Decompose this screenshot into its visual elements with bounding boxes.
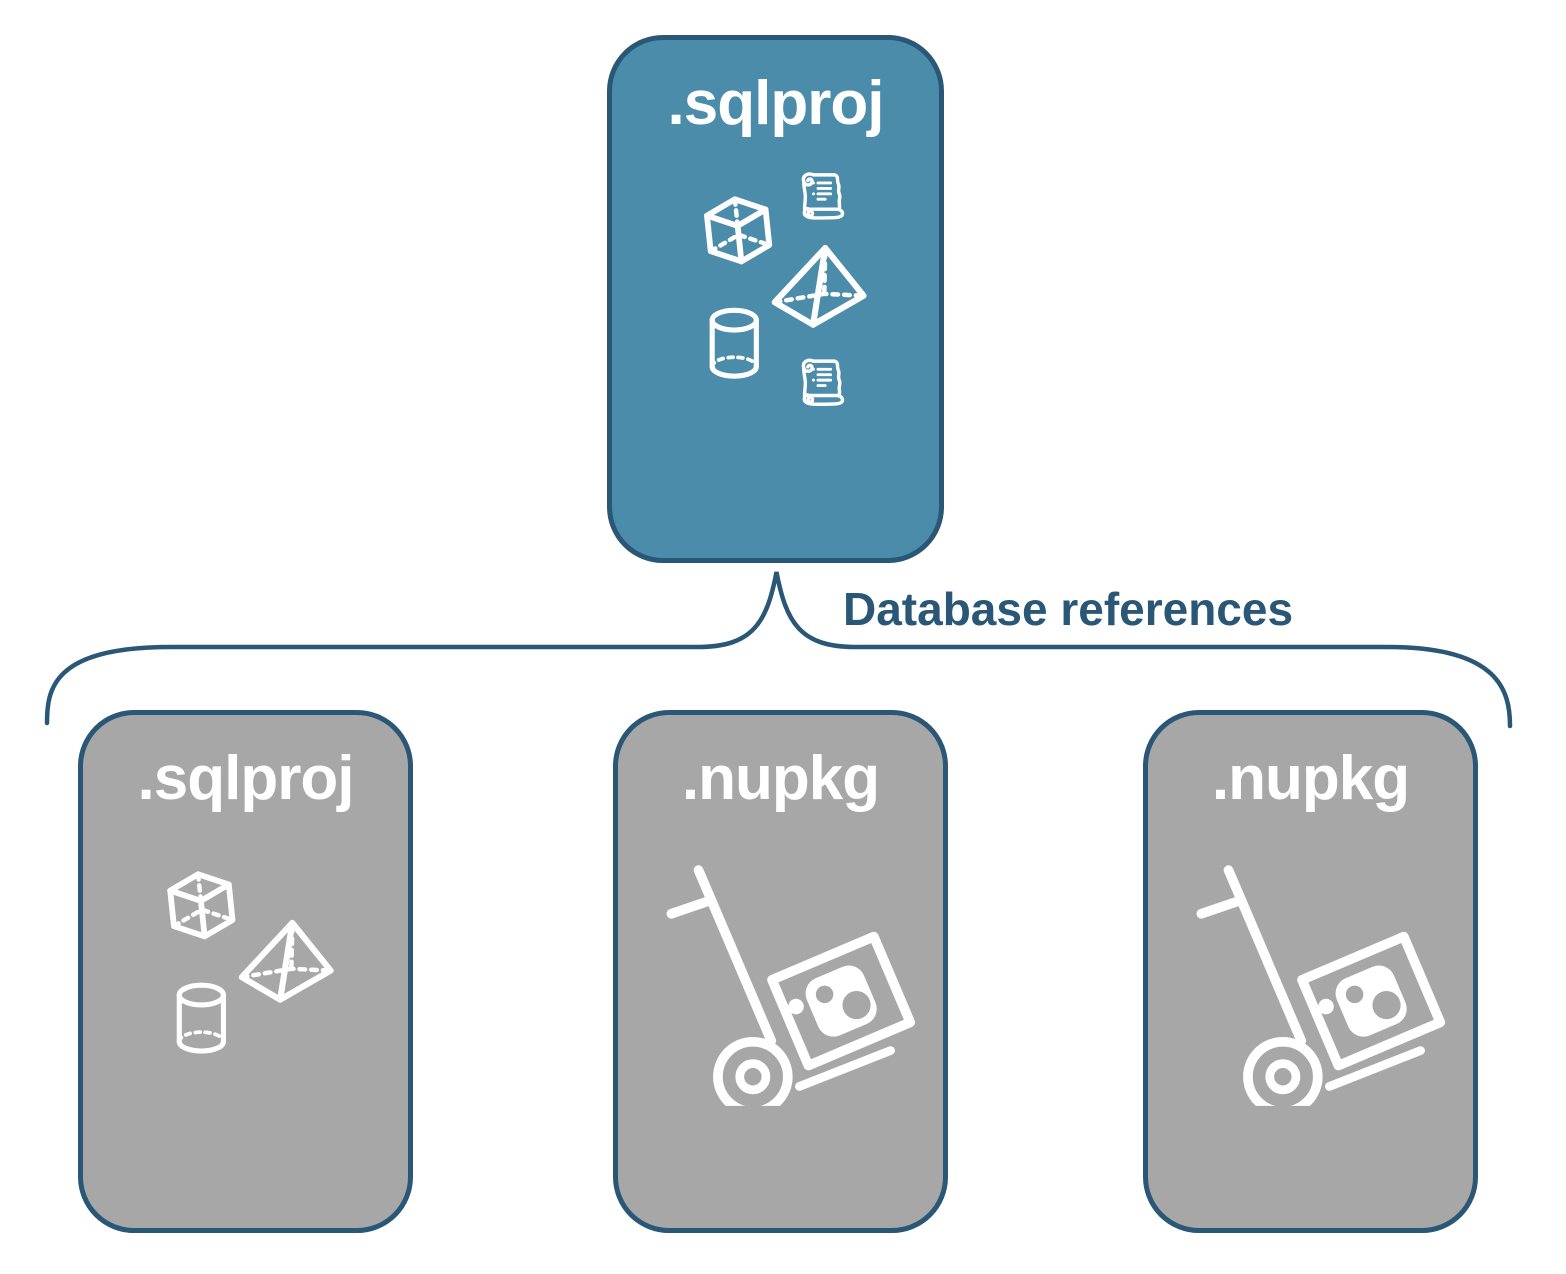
card-title: .nupkg bbox=[1211, 744, 1410, 813]
card-sqlproj-child: .sqlproj bbox=[78, 710, 413, 1233]
nuget-package-illustration bbox=[1148, 715, 1473, 1228]
nuget-package-hand-truck-icon bbox=[671, 870, 910, 1112]
card-title: .sqlproj bbox=[137, 744, 355, 813]
card-title: .nupkg bbox=[681, 744, 880, 813]
card-nupkg-1: .nupkg bbox=[613, 710, 948, 1233]
pyramid-icon bbox=[775, 248, 864, 325]
database-cylinder-icon bbox=[179, 985, 223, 1051]
connector-label: Database references bbox=[843, 583, 1294, 635]
card-sqlproj-root: .sqlproj bbox=[607, 35, 944, 563]
nuget-package-illustration bbox=[618, 715, 943, 1228]
sql-script-scroll-icon bbox=[801, 358, 845, 406]
sql-project-objects-illustration bbox=[612, 172, 939, 406]
cube-icon bbox=[706, 196, 771, 264]
sql-project-objects-illustration bbox=[83, 715, 408, 1228]
pyramid-icon bbox=[242, 923, 331, 1000]
card-nupkg-2: .nupkg bbox=[1143, 710, 1478, 1233]
sql-script-scroll-icon bbox=[801, 172, 845, 220]
nuget-package-hand-truck-icon bbox=[1201, 870, 1440, 1112]
database-cylinder-icon bbox=[712, 310, 756, 376]
card-title: .sqlproj bbox=[667, 69, 885, 138]
cube-icon bbox=[169, 871, 234, 939]
